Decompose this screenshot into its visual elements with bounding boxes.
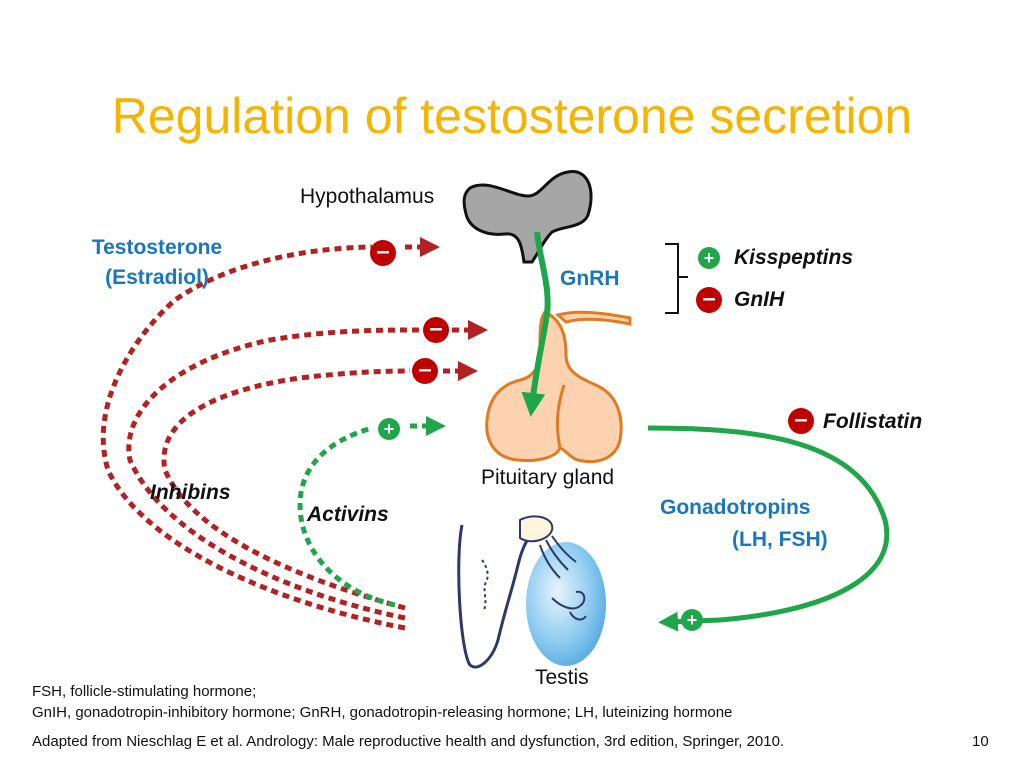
- gonadotropins-label: Gonadotropins: [660, 496, 811, 519]
- lh-fsh-label: (LH, FSH): [732, 528, 828, 551]
- inhibins-label: Inhibins: [150, 481, 231, 504]
- testosterone-label: Testosterone: [91, 236, 223, 259]
- footnote-line-2: GnIH, gonadotropin-inhibitory hormone; G…: [32, 704, 733, 721]
- testis-shape: [457, 515, 606, 669]
- hypothalamus-label: Hypothalamus: [300, 185, 435, 208]
- gnih-label: GnIH: [734, 288, 785, 311]
- estradiol-label: (Estradiol): [105, 266, 209, 289]
- minus-badge-testosterone: –: [370, 240, 396, 266]
- follistatin-label: Follistatin: [823, 410, 923, 433]
- gnrh-arrow: [521, 231, 551, 417]
- plus-badge-activins: +: [378, 418, 400, 440]
- footnote-line-1: FSH, follicle-stimulating hormone;: [32, 683, 257, 700]
- pituitary-label: Pituitary gland: [481, 466, 615, 489]
- modulator-bracket: [665, 243, 688, 314]
- testis-label: Testis: [535, 666, 589, 689]
- activin-arrow: [297, 425, 396, 608]
- minus-badge-follistatin: –: [788, 408, 814, 434]
- testosterone-feedback-arrow: [100, 244, 406, 631]
- source-citation: Adapted from Nieschlag E et al. Androlog…: [32, 733, 785, 750]
- pituitary-shape: [485, 310, 632, 464]
- minus-badge-gnih: –: [696, 287, 722, 313]
- slide-title: Regulation of testosterone secretion: [111, 88, 913, 144]
- kisspeptins-label: Kisspeptins: [734, 246, 854, 269]
- plus-badge-kisspeptins: +: [698, 247, 720, 269]
- gnrh-label: GnRH: [560, 267, 620, 290]
- hypothalamus-shape: [462, 170, 593, 264]
- minus-badge-inhibin-2: –: [412, 358, 438, 384]
- inhibin-feedback-arrow-1: [126, 327, 421, 621]
- activins-label: Activins: [307, 503, 389, 526]
- minus-badge-inhibin-1: –: [423, 317, 449, 343]
- page-number: 10: [972, 733, 989, 750]
- plus-badge-gonadotropins: +: [681, 609, 703, 631]
- gonadotropin-arrow: [647, 425, 890, 632]
